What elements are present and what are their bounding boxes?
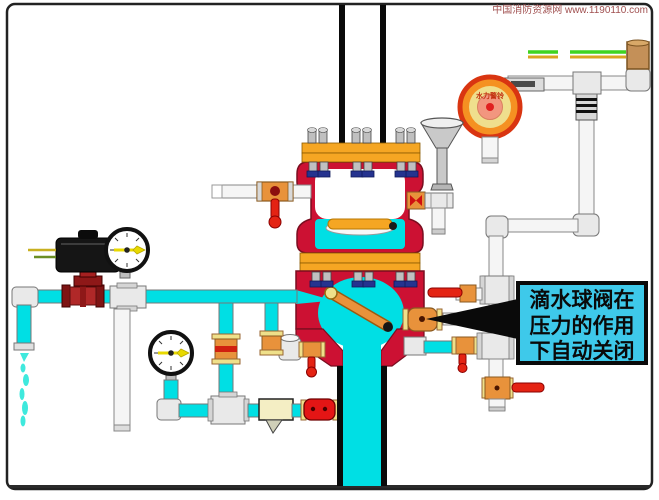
signal-ball-valve <box>300 398 339 421</box>
top-flange <box>301 127 421 178</box>
drain-trim-right <box>427 275 545 412</box>
alarm-bell-label: 水力警铃 <box>476 91 504 100</box>
frame-border <box>5 2 654 491</box>
check-valve-branch <box>211 302 241 396</box>
flange-nuts-bottom <box>306 161 419 178</box>
drain-tee-1 <box>481 275 513 305</box>
middle-flange <box>299 252 421 273</box>
lower-left-drain <box>278 334 326 378</box>
callout-text-line-3: 下自动关闭 <box>530 339 635 363</box>
flange-bolts-top <box>307 127 416 144</box>
water-motor-alarm: 水力警铃 <box>457 74 545 164</box>
drip-stream <box>19 353 29 427</box>
drain-tee-2 <box>478 332 512 360</box>
drain-valve-bottom <box>481 376 545 412</box>
supply-riser-top <box>339 5 386 145</box>
alarm-line-tee <box>572 71 602 95</box>
main-supply-line <box>11 286 298 427</box>
drain-valve-bottom-handle <box>511 382 545 393</box>
clapper-disc <box>325 218 397 236</box>
clapper-lever <box>324 286 393 332</box>
drained-downpipe <box>113 308 131 432</box>
callout-text-line-2: 压力的作用 <box>530 314 635 338</box>
deluge-valve <box>211 127 479 378</box>
callout-arrow <box>426 299 518 339</box>
drain-funnel <box>420 117 464 191</box>
floor-line <box>9 485 650 488</box>
test-branch-left <box>211 181 312 229</box>
elbow-top-right <box>625 67 651 92</box>
cross-fitting <box>109 285 147 309</box>
middle-flange-nuts <box>309 271 418 288</box>
callout-text-line-1: 滴水球阀在 <box>530 288 635 312</box>
alarm-port-branch <box>406 191 454 235</box>
elbow-left <box>11 286 39 308</box>
solenoid-valve <box>28 230 121 308</box>
drain-valve-1-handle <box>427 287 463 298</box>
elbow-gauge-2 <box>156 398 182 421</box>
watermark-text: 中国消防资源网 www.1190110.com <box>492 3 648 16</box>
system-riser <box>337 366 387 486</box>
drain-strainer <box>258 398 294 434</box>
callout: 滴水球阀在 压力的作用 下自动关闭 <box>426 281 648 365</box>
mid-drain-port <box>259 302 284 356</box>
callout-box <box>516 281 648 365</box>
lower-tee <box>210 395 246 425</box>
lower-right-connection <box>403 336 479 373</box>
pressure-switch <box>528 39 650 70</box>
pressure-gauge-2 <box>148 330 214 421</box>
pressure-gauge-1 <box>104 227 150 432</box>
